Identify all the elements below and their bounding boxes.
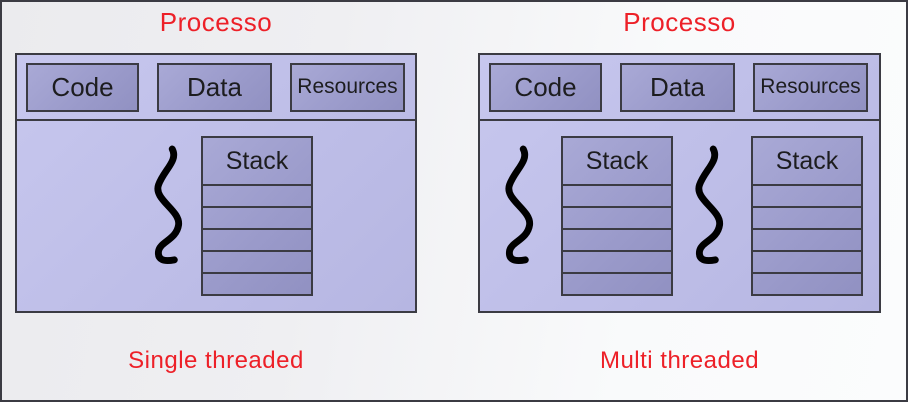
code-box: Code: [489, 62, 602, 112]
process-panel-multi: Code Data Resources Stack Stack: [478, 53, 881, 313]
stack-row: [753, 206, 861, 228]
stack-row: [563, 206, 671, 228]
process-panel-single: Code Data Resources Stack: [15, 53, 417, 313]
stack-row: [563, 250, 671, 272]
code-box: Code: [26, 62, 139, 112]
stack-label: Stack: [775, 146, 839, 175]
stack-row: [753, 250, 861, 272]
process-body: Stack Stack: [480, 121, 879, 311]
process-title-single: Processo: [159, 7, 273, 37]
stack: Stack: [751, 136, 863, 296]
thread-squiggle-icon: [695, 145, 723, 265]
caption-multi-threaded: Multi threaded: [599, 347, 760, 374]
caption-single-threaded: Single threaded: [128, 347, 304, 374]
stack-row: [203, 272, 311, 294]
process-body: Stack: [17, 121, 415, 311]
process-title-multi: Processo: [623, 7, 736, 37]
resources-box: Resources: [753, 62, 868, 112]
stack-row: [753, 228, 861, 250]
stack-row: [563, 228, 671, 250]
stack: Stack: [201, 136, 313, 296]
stack-row: [563, 184, 671, 206]
stack-row: [203, 228, 311, 250]
resources-box: Resources: [290, 62, 405, 112]
data-box: Data: [157, 62, 272, 112]
thread-squiggle-icon: [154, 145, 182, 265]
stack-row: [753, 184, 861, 206]
stack: Stack: [561, 136, 673, 296]
stack-row: [203, 250, 311, 272]
thread-squiggle-icon: [505, 145, 533, 265]
stack-row: [203, 184, 311, 206]
stack-row: [563, 272, 671, 294]
stack-row: [203, 206, 311, 228]
stack-label: Stack: [225, 146, 289, 175]
process-segments-row: Code Data Resources: [480, 55, 879, 121]
data-box: Data: [620, 62, 735, 112]
stack-row: [753, 272, 861, 294]
stack-label: Stack: [585, 146, 649, 175]
process-segments-row: Code Data Resources: [17, 55, 415, 121]
